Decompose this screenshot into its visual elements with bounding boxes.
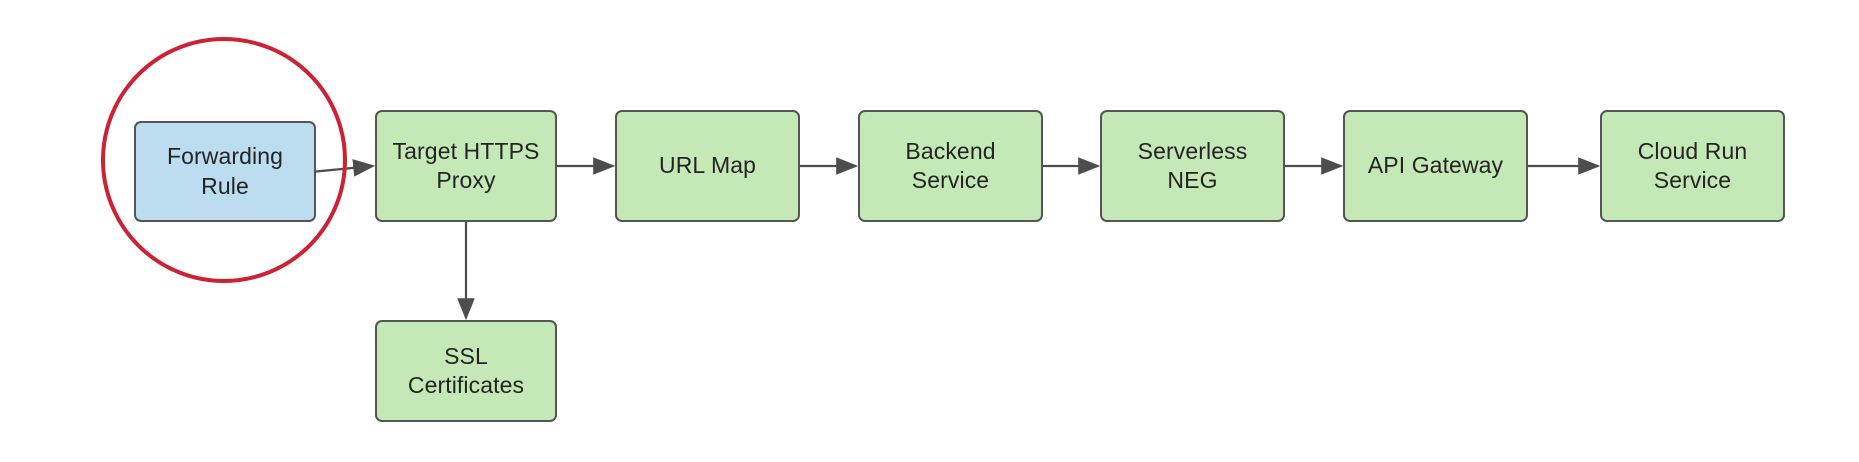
node-ssl-certificates[interactable]: SSL Certificates bbox=[375, 320, 557, 422]
node-serverless-neg[interactable]: Serverless NEG bbox=[1100, 110, 1285, 222]
node-label-backend-service: Backend Service bbox=[905, 137, 996, 193]
node-label-ssl-certificates: SSL Certificates bbox=[407, 342, 525, 398]
node-forwarding-rule[interactable]: Forwarding Rule bbox=[134, 121, 316, 222]
node-label-target-https-proxy: Target HTTPS Proxy bbox=[392, 137, 540, 193]
node-cloud-run-service[interactable]: Cloud Run Service bbox=[1600, 110, 1785, 222]
node-url-map[interactable]: URL Map bbox=[615, 110, 800, 222]
node-label-serverless-neg: Serverless NEG bbox=[1137, 137, 1248, 193]
node-label-forwarding-rule: Forwarding Rule bbox=[166, 143, 284, 199]
node-label-url-map: URL Map bbox=[659, 152, 756, 179]
node-label-api-gateway: API Gateway bbox=[1367, 152, 1504, 179]
edge-forwarding-rule-to-target-https-proxy bbox=[315, 159, 376, 177]
node-target-https-proxy[interactable]: Target HTTPS Proxy bbox=[375, 110, 557, 222]
node-backend-service[interactable]: Backend Service bbox=[858, 110, 1043, 222]
node-label-cloud-run-service: Cloud Run Service bbox=[1637, 137, 1748, 193]
node-api-gateway[interactable]: API Gateway bbox=[1343, 110, 1528, 222]
